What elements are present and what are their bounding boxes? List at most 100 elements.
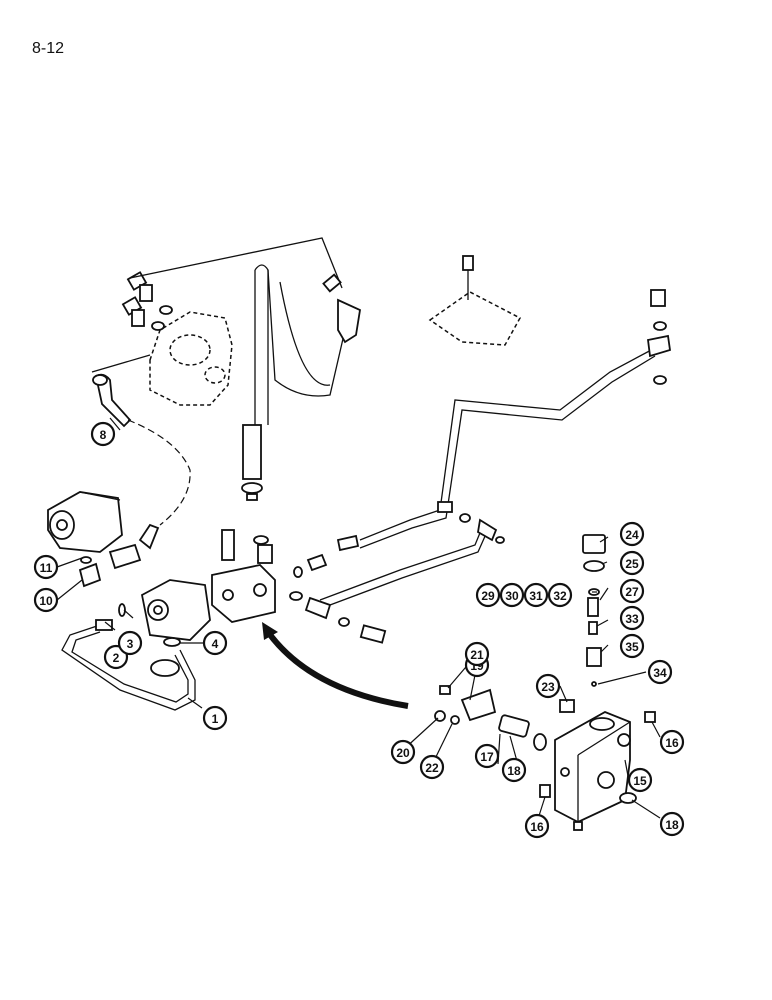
callout-label: 10 bbox=[39, 594, 53, 608]
callout-label: 18 bbox=[507, 764, 521, 778]
callout-label: 25 bbox=[625, 557, 639, 571]
tube-end-fittings bbox=[304, 501, 505, 644]
callout-balloons: 1234810111516161718181920212223242527293… bbox=[33, 421, 685, 839]
relief-valve-body-15 bbox=[554, 711, 631, 824]
callout-label: 20 bbox=[396, 746, 410, 760]
callout-circle bbox=[33, 587, 59, 613]
callout-circle bbox=[547, 582, 573, 608]
callout-21: 21 bbox=[464, 641, 490, 667]
callout-circle bbox=[390, 739, 416, 765]
callout-label: 23 bbox=[541, 680, 555, 694]
callout-label: 34 bbox=[653, 666, 667, 680]
hose-elbow-8 bbox=[92, 373, 132, 428]
valve-fittings bbox=[289, 534, 360, 601]
callout-16: 16 bbox=[659, 729, 685, 755]
callout-4: 4 bbox=[202, 630, 228, 656]
callout-label: 3 bbox=[127, 637, 134, 651]
callout-circle bbox=[501, 757, 527, 783]
mounting-bracket-dashed bbox=[428, 255, 522, 346]
callout-18: 18 bbox=[501, 757, 527, 783]
callout-circle bbox=[523, 582, 549, 608]
callout-31: 31 bbox=[523, 582, 549, 608]
callout-circle bbox=[419, 754, 445, 780]
callout-circle bbox=[499, 582, 525, 608]
solenoid-parts bbox=[434, 685, 547, 751]
page-number: 8-12 bbox=[32, 40, 65, 57]
callout-label: 2 bbox=[113, 651, 120, 665]
callout-18: 18 bbox=[659, 811, 685, 837]
charge-pump bbox=[140, 579, 211, 641]
callout-label: 21 bbox=[470, 648, 484, 662]
callout-label: 29 bbox=[481, 589, 495, 603]
callout-circle bbox=[647, 659, 673, 685]
tube-assembly-1 bbox=[61, 619, 196, 711]
coupler-ring bbox=[150, 659, 180, 677]
callout-30: 30 bbox=[499, 582, 525, 608]
callout-17: 17 bbox=[474, 743, 500, 769]
callout-circle bbox=[474, 743, 500, 769]
callout-circle bbox=[619, 521, 645, 547]
callout-11: 11 bbox=[33, 554, 59, 580]
tube-bolt-fitting bbox=[647, 289, 672, 385]
callout-circle bbox=[627, 767, 653, 793]
pump-fittings bbox=[121, 271, 173, 331]
callout-circle bbox=[619, 578, 645, 604]
callout-circle bbox=[202, 630, 228, 656]
callout-circle bbox=[202, 705, 228, 731]
callout-20: 20 bbox=[390, 739, 416, 765]
assembly-bracket-lines bbox=[91, 237, 343, 373]
callout-label: 17 bbox=[480, 750, 494, 764]
auxiliary-pump bbox=[47, 491, 123, 553]
callout-label: 27 bbox=[625, 585, 639, 599]
callout-circle bbox=[619, 633, 645, 659]
callout-label: 1 bbox=[212, 712, 219, 726]
relief-valve-parts bbox=[539, 534, 656, 831]
o-ring-3 bbox=[118, 603, 126, 617]
callout-label: 15 bbox=[633, 774, 647, 788]
callout-label: 16 bbox=[665, 736, 679, 750]
callout-circle bbox=[464, 641, 490, 667]
callout-label: 4 bbox=[212, 637, 219, 651]
callout-label: 30 bbox=[505, 589, 519, 603]
steel-tube-routing bbox=[319, 347, 656, 609]
callout-label: 8 bbox=[100, 428, 107, 442]
callout-8: 8 bbox=[90, 421, 116, 447]
callout-circle bbox=[619, 605, 645, 631]
callout-circle bbox=[619, 550, 645, 576]
callout-label: 32 bbox=[553, 589, 567, 603]
callout-circle bbox=[33, 554, 59, 580]
callout-3: 3 bbox=[117, 630, 143, 656]
callout-label: 16 bbox=[530, 820, 544, 834]
direction-arrow bbox=[262, 622, 409, 709]
callout-32: 32 bbox=[547, 582, 573, 608]
center-hose bbox=[241, 264, 346, 501]
callout-circle bbox=[524, 813, 550, 839]
hose-line bbox=[127, 419, 191, 526]
callout-23: 23 bbox=[535, 673, 561, 699]
callout-label: 35 bbox=[625, 640, 639, 654]
callout-10: 10 bbox=[33, 587, 59, 613]
callout-16: 16 bbox=[524, 813, 550, 839]
callout-label: 18 bbox=[665, 818, 679, 832]
callout-circle bbox=[535, 673, 561, 699]
callout-27: 27 bbox=[619, 578, 645, 604]
callout-22: 22 bbox=[419, 754, 445, 780]
callout-label: 11 bbox=[40, 561, 53, 575]
control-valve-block bbox=[211, 529, 276, 623]
pump-housing-dashed bbox=[149, 311, 233, 406]
o-ring-4 bbox=[163, 637, 181, 647]
callout-label: 31 bbox=[529, 589, 543, 603]
callout-label: 24 bbox=[625, 528, 639, 542]
callout-circle bbox=[90, 421, 116, 447]
callout-33: 33 bbox=[619, 605, 645, 631]
callout-circle bbox=[117, 630, 143, 656]
callout-label: 22 bbox=[425, 761, 439, 775]
callout-label: 33 bbox=[625, 612, 639, 626]
callout-1: 1 bbox=[202, 705, 228, 731]
callout-circle bbox=[659, 811, 685, 837]
callout-34: 34 bbox=[647, 659, 673, 685]
pump-outlet-fitting bbox=[108, 523, 160, 570]
callout-circle bbox=[475, 582, 501, 608]
elbow-fitting-10 bbox=[78, 556, 102, 588]
